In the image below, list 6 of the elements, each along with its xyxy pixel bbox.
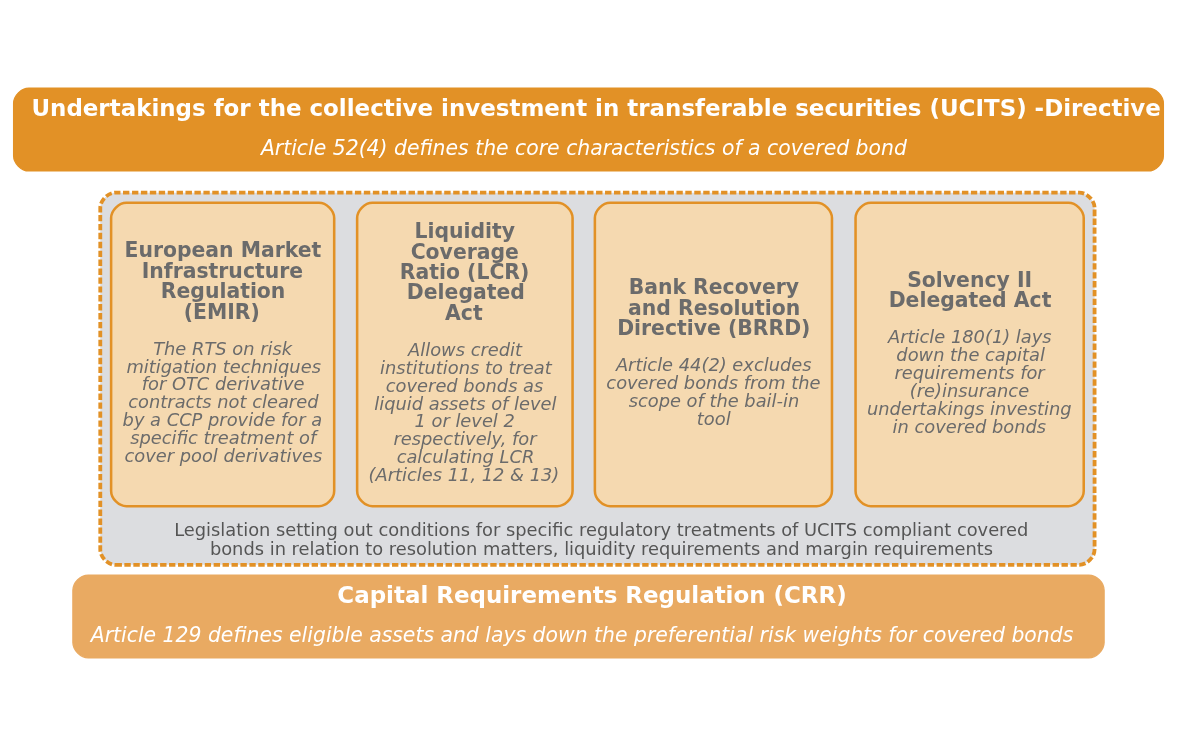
node-box: European Market Infrastructure Regulation (EMIR) The RTS on risk mitigation techniques for OTC derivative contracts not cleared by a CCP provide for a specific treatment of cover pool derivatives bbox=[109, 201, 336, 507]
node-box: Capital Requirements Regulation (CRR) Article 129 defines eligible assets and lays down the preferential risk weights for covered bonds bbox=[72, 573, 1105, 659]
node-box: Undertakings for the collective investment in transferable securities (UCITS) -Directive Article 52(4) defines the core characteristics of a covered bond bbox=[12, 86, 1165, 172]
node-box: Bank Recovery and Resolution Directive (BRRD) Article 44(2) excludes covered bonds from the scope of the bail-in tool bbox=[593, 201, 834, 507]
node-box: Solvency II Delegated Act Article 180(1) lays down the capital requirements for (re)insurance undertakings investing in covered bonds bbox=[854, 201, 1085, 507]
node-box: Liquidity Coverage Ratio (LCR) Delegated Act Allows credit institutions to treat covered bonds as liquid assets of level 1 or level 2 respectively, for calculating LCR (Articles 11, 12 & 13) bbox=[355, 201, 574, 507]
